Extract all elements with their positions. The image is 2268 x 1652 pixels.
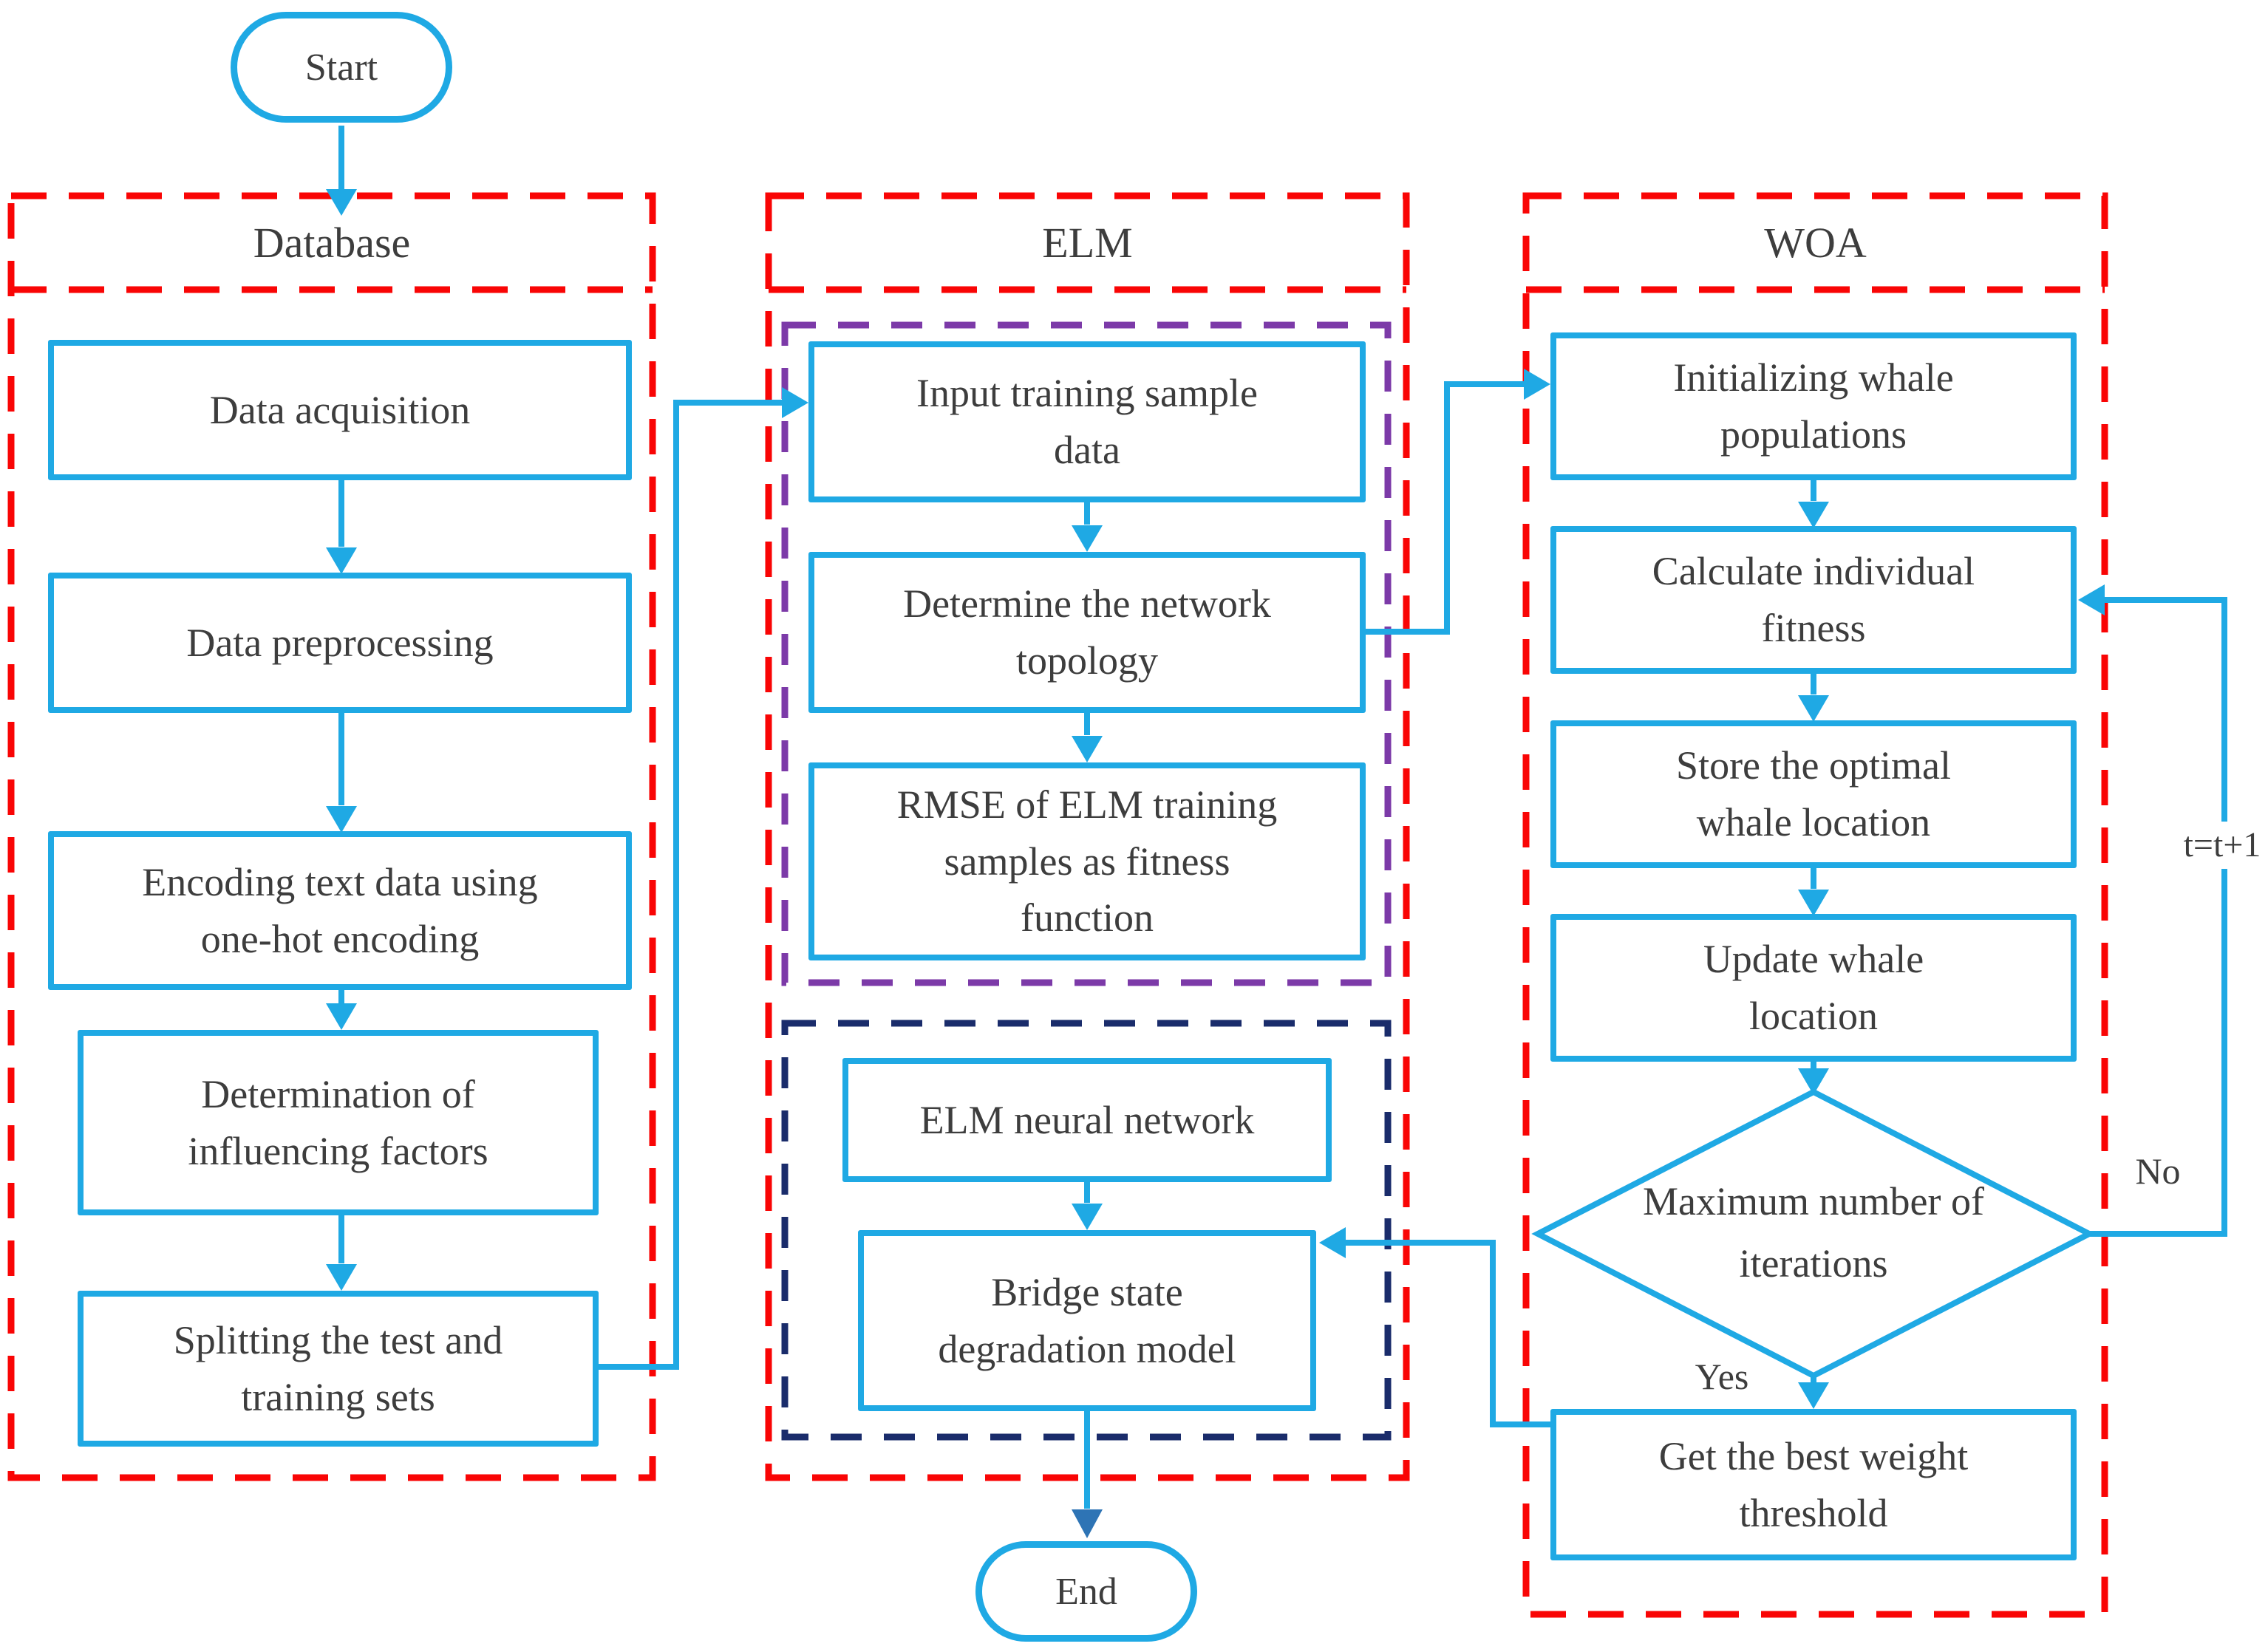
step-label: Input training sample data — [916, 371, 1258, 472]
step-data-preprocessing: Data preprocessing — [48, 573, 632, 713]
step-label: ELM neural network — [919, 1097, 1255, 1142]
step-determine-topology: Determine the network topology — [808, 552, 1366, 713]
step-label: Initializing whale populations — [1673, 355, 1954, 457]
step-label: Determination of influencing factors — [188, 1071, 488, 1173]
step-encoding-one-hot: Encoding text data using one-hot encodin… — [48, 831, 632, 990]
step-calculate-fitness: Calculate individual fitness — [1550, 526, 2077, 674]
arrowhead-db4 — [326, 1264, 357, 1291]
woa-column-title: WOA — [1764, 219, 1867, 267]
arrowhead-no-loop — [2078, 584, 2105, 615]
step-get-best-weight-threshold: Get the best weight threshold — [1550, 1409, 2077, 1560]
step-label: RMSE of ELM training samples as fitness … — [896, 782, 1278, 941]
step-data-acquisition: Data acquisition — [48, 340, 632, 480]
elm-model-subbox-border — [781, 1020, 1392, 1441]
start-node: Start — [231, 12, 452, 123]
decision-max-iterations: Maximum number of iterations — [1592, 1171, 2035, 1294]
step-initializing-whales: Initializing whale populations — [1550, 332, 2077, 480]
decision-diamond-shape — [1531, 1088, 2096, 1379]
step-label: Splitting the test and training sets — [173, 1317, 503, 1419]
step-label: Bridge state degradation model — [938, 1269, 1236, 1371]
arrowhead-into-end — [1072, 1509, 1103, 1538]
elm-column-title: ELM — [1042, 219, 1133, 267]
step-label: Data preprocessing — [186, 620, 494, 665]
arrowhead-elm2 — [1072, 736, 1103, 762]
step-bridge-degradation-model: Bridge state degradation model — [858, 1230, 1316, 1411]
database-column-title: Database — [253, 219, 411, 267]
arrowhead-into-input — [782, 387, 808, 418]
step-label: Calculate individual fitness — [1652, 549, 1975, 650]
decision-label: Maximum number of iterations — [1643, 1179, 1984, 1286]
arrowhead-into-bridge-right — [1319, 1227, 1346, 1258]
arrowhead-start-db — [326, 189, 357, 216]
step-label: Store the optimal whale location — [1676, 743, 1951, 844]
step-elm-neural-network: ELM neural network — [842, 1058, 1332, 1182]
step-label: Encoding text data using one-hot encodin… — [142, 859, 538, 961]
connector-lines — [338, 126, 2227, 1509]
step-label: Update whale location — [1703, 937, 1924, 1038]
arrowhead-woa1 — [1798, 502, 1829, 528]
end-label: End — [1055, 1570, 1117, 1613]
step-rmse-fitness-function: RMSE of ELM training samples as fitness … — [808, 762, 1366, 960]
elm-container-border — [765, 192, 1410, 1481]
step-label: Determine the network topology — [903, 581, 1271, 683]
start-label: Start — [304, 46, 378, 89]
elm-fitness-subbox-border — [781, 321, 1392, 986]
step-determination-factors: Determination of influencing factors — [78, 1030, 599, 1215]
arrowhead-db3 — [326, 1003, 357, 1030]
arrowhead-woa3 — [1798, 890, 1829, 916]
edge-result-to-bridge — [1346, 1240, 1552, 1427]
arrowhead-into-decision — [1798, 1068, 1829, 1095]
step-label: Get the best weight threshold — [1658, 1433, 1969, 1535]
arrowhead-elm1 — [1072, 525, 1103, 552]
woa-container-border — [1522, 192, 2108, 1618]
arrowhead-yes — [1798, 1382, 1829, 1409]
arrowhead-db2 — [326, 806, 357, 833]
yes-edge-label: Yes — [1695, 1356, 1749, 1397]
no-edge-label: No — [2135, 1150, 2181, 1192]
step-update-whale-location: Update whale location — [1550, 914, 2077, 1062]
end-node: End — [975, 1541, 1197, 1642]
step-input-training-data: Input training sample data — [808, 341, 1366, 502]
edge-topology-to-initializing — [1366, 381, 1524, 635]
iteration-counter-label: t=t+1 — [2164, 822, 2268, 869]
arrowhead-into-bridge-top — [1072, 1204, 1103, 1230]
step-splitting-sets: Splitting the test and training sets — [78, 1291, 599, 1447]
arrowhead-woa2 — [1798, 695, 1829, 722]
arrowhead-db1 — [326, 547, 357, 574]
edge-decision-no-loop — [2089, 597, 2227, 1237]
arrowhead-into-initializing — [1524, 369, 1550, 400]
step-label: Data acquisition — [209, 387, 471, 432]
edge-splitting-to-input — [599, 400, 782, 1370]
step-store-optimal-location: Store the optimal whale location — [1550, 720, 2077, 868]
arrowheads — [326, 189, 2105, 1409]
